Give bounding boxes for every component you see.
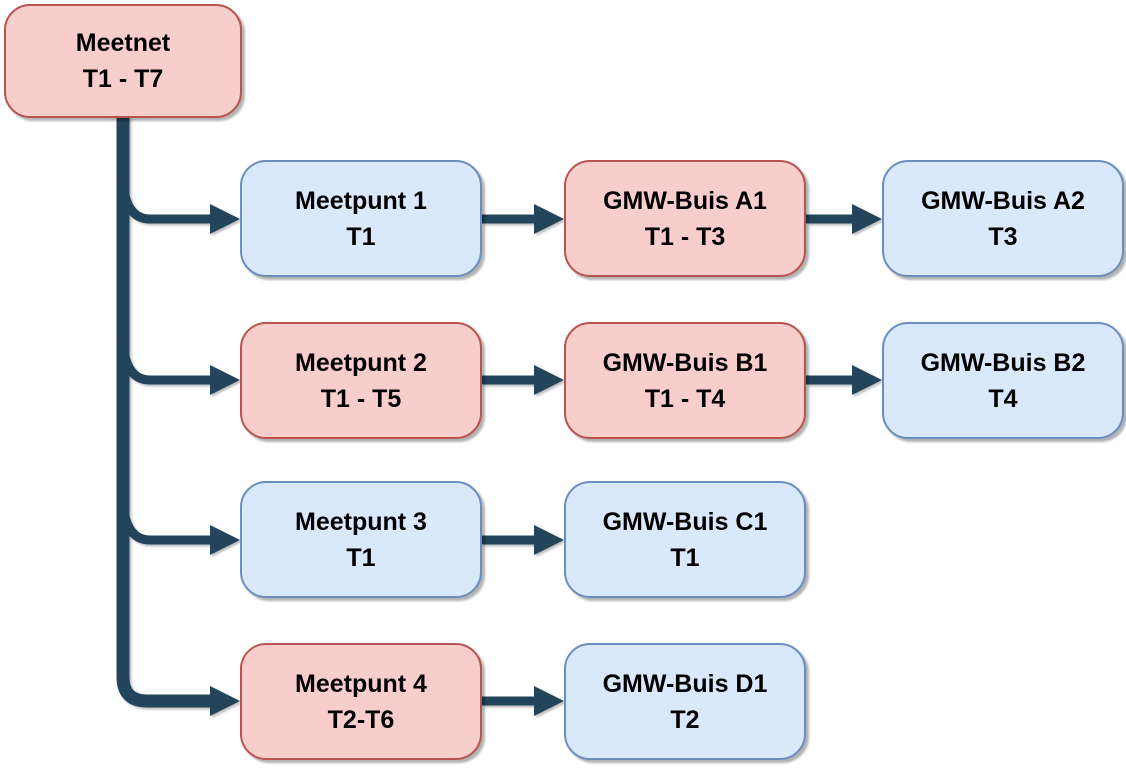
node-subtitle: T3 <box>988 222 1018 251</box>
node-meetpunt-2: Meetpunt 2 T1 - T5 <box>240 322 482 439</box>
node-title: Meetpunt 1 <box>295 186 427 215</box>
node-title: Meetpunt 2 <box>295 348 427 377</box>
node-subtitle: T2-T6 <box>327 705 395 734</box>
node-title: GMW-Buis B2 <box>920 348 1086 377</box>
node-subtitle: T1 - T3 <box>644 222 726 251</box>
arrowhead-gmwbuis-a1 <box>534 204 564 234</box>
node-title: GMW-Buis B1 <box>602 348 768 377</box>
node-gmw-buis-b1: GMW-Buis B1 T1 - T4 <box>564 322 806 439</box>
node-subtitle: T2 <box>670 705 700 734</box>
node-title: GMW-Buis A2 <box>921 186 1085 215</box>
node-title: GMW-Buis C1 <box>602 507 768 536</box>
arrowhead-branch-row1 <box>210 204 240 234</box>
arrowhead-branch-row4 <box>210 686 240 716</box>
node-gmw-buis-b2: GMW-Buis B2 T4 <box>882 322 1124 439</box>
node-gmw-buis-a2: GMW-Buis A2 T3 <box>882 160 1124 277</box>
node-title: Meetpunt 3 <box>295 507 427 536</box>
arrowhead-gmwbuis-b1 <box>534 365 564 395</box>
node-gmw-buis-c1: GMW-Buis C1 T1 <box>564 481 806 598</box>
branch-connector-row2 <box>118 334 216 385</box>
node-gmw-buis-d1: GMW-Buis D1 T2 <box>564 643 806 760</box>
node-subtitle: T1 - T4 <box>644 384 726 413</box>
node-subtitle: T1 <box>346 222 376 251</box>
arrowhead-gmwbuis-d1 <box>534 686 564 716</box>
node-subtitle: T1 - T5 <box>320 384 402 413</box>
node-gmw-buis-a1: GMW-Buis A1 T1 - T3 <box>564 160 806 277</box>
node-subtitle: T1 <box>346 543 376 572</box>
arrowhead-gmwbuis-c1 <box>534 525 564 555</box>
branch-connector-row1 <box>118 173 216 224</box>
arrowhead-branch-row3 <box>210 525 240 555</box>
node-meetpunt-4: Meetpunt 4 T2-T6 <box>240 643 482 760</box>
node-subtitle: T1 - T7 <box>82 65 164 93</box>
arrowhead-gmwbuis-a2 <box>852 204 882 234</box>
node-title: Meetnet <box>75 29 171 57</box>
node-meetpunt-3: Meetpunt 3 T1 <box>240 481 482 598</box>
node-subtitle: T1 <box>670 543 700 572</box>
node-title: GMW-Buis A1 <box>603 186 767 215</box>
arrowhead-gmwbuis-b2 <box>852 365 882 395</box>
node-title: Meetpunt 4 <box>295 669 427 698</box>
node-meetpunt-1: Meetpunt 1 T1 <box>240 160 482 277</box>
arrowhead-branch-row2 <box>210 365 240 395</box>
node-title: GMW-Buis D1 <box>602 669 768 698</box>
trunk-connector <box>116 116 216 708</box>
branch-connector-row3 <box>118 494 216 545</box>
node-meetnet: Meetnet T1 - T7 <box>4 4 242 118</box>
node-subtitle: T4 <box>988 384 1018 413</box>
